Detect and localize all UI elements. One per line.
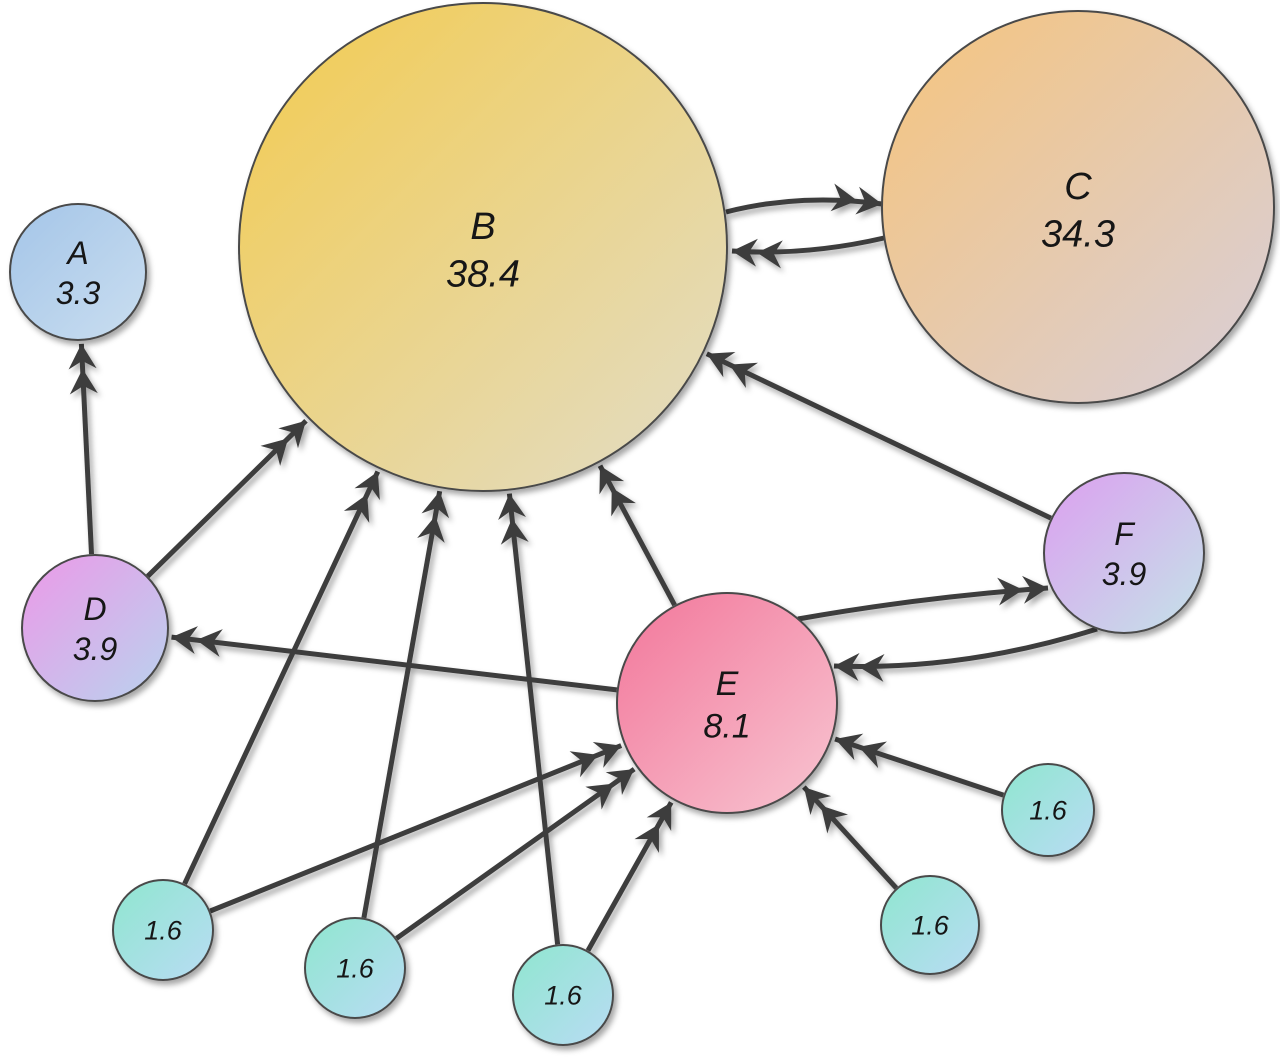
edge-F-E-arrow — [833, 626, 1098, 682]
node-E-letter: E — [716, 665, 739, 703]
node-F-circle — [1043, 472, 1205, 634]
edge-D-A-arrow — [68, 343, 98, 555]
edge-g5-E-arrow — [834, 733, 1005, 798]
edge-D-B-arrow — [146, 419, 308, 578]
edge-E-D-arrow — [171, 626, 618, 693]
edge-g2-B-arrow — [361, 490, 450, 919]
node-C-letter: C — [1064, 166, 1092, 208]
node-B-letter: B — [470, 206, 495, 248]
node-B-value: 38.4 — [446, 254, 520, 296]
labels-layer: A 3.3 B 38.4 C 34.3D 3.9E 8.1 F 3.9 1.6 1.6 1.6 1.6 1.… — [56, 166, 1147, 1011]
node-g2-value: 1.6 — [336, 954, 375, 984]
node-A-circle — [9, 203, 147, 341]
node-A-letter: A — [65, 235, 88, 271]
node-F-letter: F — [1114, 516, 1136, 552]
node-g5-value: 1.6 — [1029, 796, 1068, 826]
edges-layer — [68, 183, 1098, 952]
edge-g3-B-arrow — [498, 493, 561, 945]
node-g4-value: 1.6 — [911, 911, 950, 941]
edge-g1-E-arrow — [209, 741, 623, 914]
node-D-letter: D — [83, 591, 106, 627]
edge-g1-B-arrow — [182, 470, 381, 885]
node-F-value: 3.9 — [1102, 556, 1147, 592]
edge-g4-E-arrow — [802, 785, 899, 890]
node-g3-circle — [512, 944, 614, 1046]
node-g4-circle — [880, 875, 980, 975]
edge-F-B-arrow — [705, 351, 1052, 521]
node-C-circle — [881, 10, 1275, 404]
node-D-circle — [21, 554, 169, 702]
node-D-value: 3.9 — [73, 631, 118, 667]
edge-E-B-arrow — [597, 464, 677, 607]
node-A-value: 3.3 — [56, 275, 101, 311]
edge-E-F-arrow — [797, 575, 1049, 622]
node-C-value: 34.3 — [1041, 214, 1115, 256]
edge-C-B-arrow — [731, 235, 885, 269]
edge-g2-E-arrow — [395, 767, 636, 941]
node-g5-circle — [1001, 763, 1095, 857]
edge-g3-E-arrow — [585, 801, 674, 952]
node-E-circle — [616, 592, 838, 814]
node-E-value: 8.1 — [703, 708, 750, 746]
node-g2-circle — [304, 917, 406, 1019]
node-g1-value: 1.6 — [144, 916, 183, 946]
edge-B-C-arrow — [725, 183, 883, 215]
node-B-circle — [238, 2, 728, 492]
node-g3-value: 1.6 — [544, 981, 583, 1011]
nodes-layer — [9, 2, 1275, 1046]
node-g1-circle — [112, 879, 214, 981]
